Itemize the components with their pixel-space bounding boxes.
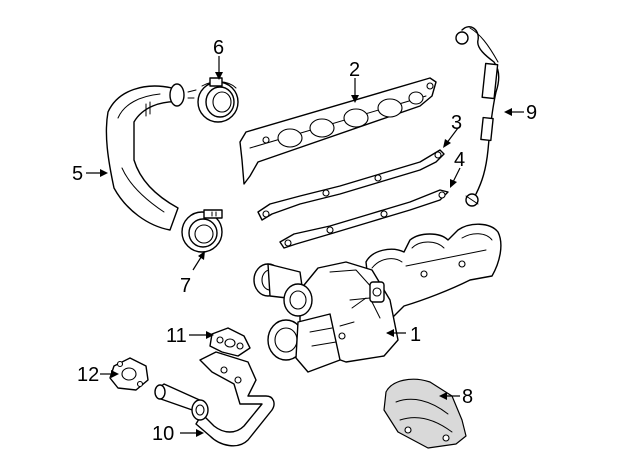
callout-3[interactable]: 3 bbox=[451, 112, 462, 134]
turbocharger-icon[interactable] bbox=[253, 223, 502, 373]
gasket-icon[interactable] bbox=[279, 189, 449, 249]
intake-hose-icon[interactable] bbox=[105, 83, 185, 231]
callout-7[interactable]: 7 bbox=[180, 275, 191, 297]
heat-shield-icon[interactable] bbox=[383, 378, 467, 449]
callout-1[interactable]: 1 bbox=[410, 324, 421, 346]
gasket-icon[interactable] bbox=[209, 327, 251, 357]
callout-12[interactable]: 12 bbox=[77, 364, 99, 386]
callout-leaders bbox=[86, 56, 524, 437]
gasket-icon[interactable] bbox=[257, 149, 445, 221]
oil-feed-line-icon[interactable] bbox=[455, 26, 500, 207]
heat-shield-icon[interactable] bbox=[239, 77, 437, 185]
callout-4[interactable]: 4 bbox=[454, 149, 465, 171]
clamp-icon[interactable] bbox=[181, 209, 223, 253]
callout-8[interactable]: 8 bbox=[462, 386, 473, 408]
callout-11[interactable]: 11 bbox=[166, 325, 187, 347]
callout-2[interactable]: 2 bbox=[349, 59, 360, 81]
callout-10[interactable]: 10 bbox=[152, 423, 174, 445]
callout-5[interactable]: 5 bbox=[72, 163, 83, 185]
callout-6[interactable]: 6 bbox=[213, 37, 224, 59]
gasket-icon[interactable] bbox=[109, 357, 149, 391]
clamp-icon[interactable] bbox=[187, 77, 239, 123]
callout-9[interactable]: 9 bbox=[526, 102, 537, 124]
oil-return-pipe-icon[interactable] bbox=[154, 351, 275, 447]
